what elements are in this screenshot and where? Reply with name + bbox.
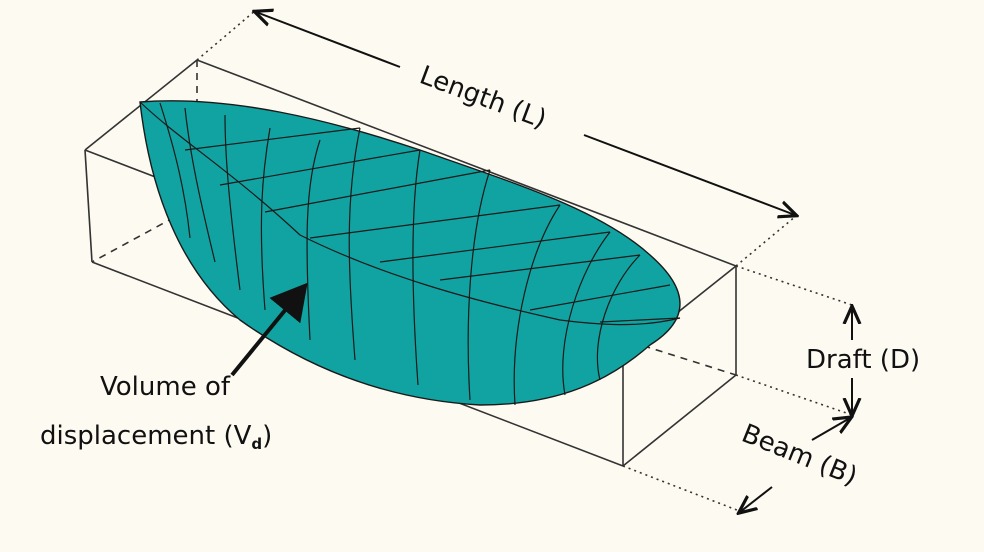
extension-lines (196, 9, 856, 513)
beam-label: Beam (B) (737, 419, 861, 492)
volume-label-line1: Volume of (100, 372, 231, 402)
volume-label-close: ) (262, 421, 272, 451)
length-label: Length (L) (416, 60, 551, 135)
volume-label-text: displacement (V (40, 421, 252, 451)
length-dimension (256, 12, 795, 215)
ship-hull (139, 100, 681, 406)
volume-label-subscript: d (251, 435, 262, 453)
volume-pointer-arrow (230, 282, 308, 377)
beam-dimension (740, 418, 850, 512)
volume-label-line2: displacement (Vd) (40, 421, 272, 453)
draft-label: Draft (D) (806, 345, 920, 375)
